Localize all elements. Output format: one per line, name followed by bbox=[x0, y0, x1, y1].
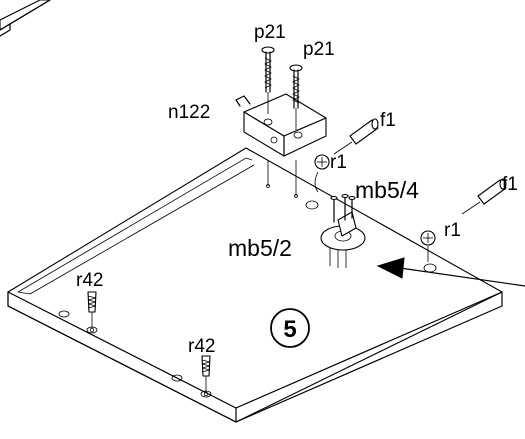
base-panel bbox=[7, 147, 503, 423]
label-mb5-4: mb5/4 bbox=[355, 177, 419, 203]
cam-r1-left bbox=[314, 154, 330, 193]
dowel-f1-right bbox=[461, 178, 507, 215]
side-panel-fragment bbox=[0, 0, 51, 37]
label-r1-left: r1 bbox=[330, 152, 347, 173]
dowel-f1-top bbox=[333, 118, 379, 155]
step-number: 5 bbox=[283, 316, 296, 343]
label-mb5-2: mb5/2 bbox=[228, 235, 292, 261]
screw-p21-left bbox=[261, 46, 275, 114]
cam-r1-right bbox=[420, 230, 436, 262]
direction-arrow bbox=[376, 257, 525, 287]
label-r42-bottom: r42 bbox=[188, 336, 215, 357]
pin-r42-left bbox=[87, 291, 97, 333]
screw-p21-right bbox=[289, 64, 303, 130]
label-p21-right: p21 bbox=[303, 39, 335, 60]
label-p21-left: p21 bbox=[254, 22, 286, 43]
label-f1-top: f1 bbox=[380, 110, 396, 131]
label-f1-right: f1 bbox=[502, 174, 518, 195]
label-r1-right: r1 bbox=[444, 220, 461, 241]
hinge-mb5 bbox=[320, 193, 366, 268]
step-marker: 5 bbox=[270, 308, 310, 348]
pin-r42-bottom bbox=[201, 355, 211, 397]
label-r42-left: r42 bbox=[76, 270, 103, 291]
label-n122: n122 bbox=[168, 102, 210, 123]
bracket-n122 bbox=[235, 93, 327, 198]
